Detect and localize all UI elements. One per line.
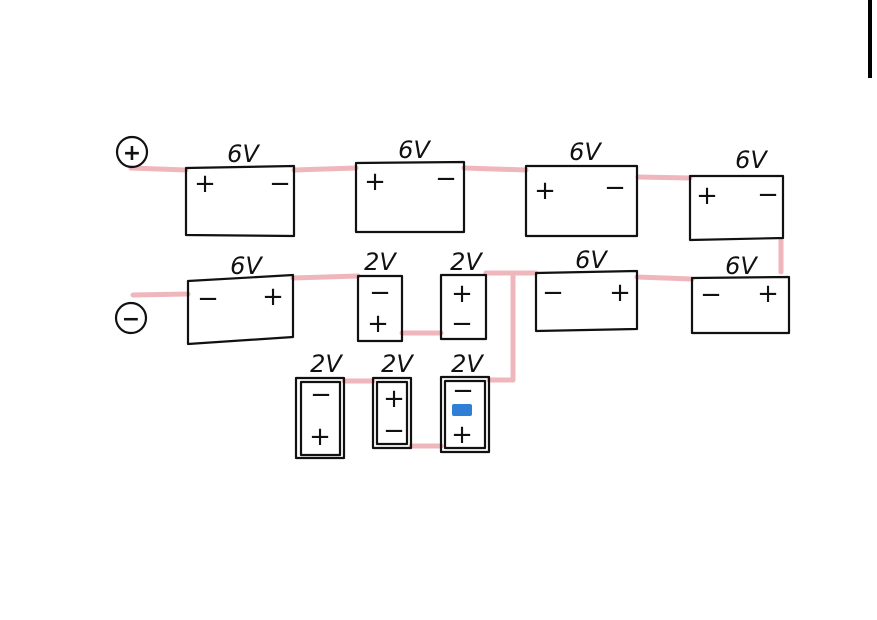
- battery-sign-left: −: [542, 278, 564, 308]
- battery-body: [690, 275, 791, 335]
- battery-r3b1: 2V − +: [294, 350, 346, 460]
- battery-sign-top: +: [451, 279, 473, 309]
- terminal-positive-ring: [115, 135, 149, 169]
- battery-voltage-label: 6V: [735, 146, 768, 174]
- blue-marker: [452, 404, 472, 416]
- terminal-negative: −: [114, 301, 148, 335]
- battery-r1b3: 6V + −: [524, 138, 639, 238]
- battery-r2b1: 6V − +: [186, 252, 295, 346]
- battery-voltage-label: 6V: [569, 138, 602, 166]
- battery-body: [439, 273, 488, 341]
- battery-voltage-label: 2V: [451, 350, 484, 378]
- battery-sign-bottom: −: [451, 309, 473, 339]
- battery-sign-top: −: [310, 380, 332, 410]
- battery-voltage-label: 2V: [310, 350, 343, 378]
- wire-r1b3-to-r1b4: [635, 174, 693, 181]
- wire-r1b1-to-r1b2: [291, 165, 359, 173]
- battery-body: [354, 160, 466, 234]
- page-edge-mark: [868, 0, 872, 78]
- battery-r1b2: 6V + −: [354, 136, 466, 234]
- wire-r2b2-to-r2b1: [290, 273, 361, 281]
- battery-sign-left: +: [194, 169, 216, 199]
- battery-sign-top: +: [383, 384, 405, 414]
- battery-r1b1: 6V + −: [184, 140, 296, 238]
- battery-body: [524, 164, 639, 238]
- battery-body: [534, 269, 639, 333]
- battery-sign-bottom: −: [383, 416, 405, 446]
- battery-sign-bottom: +: [367, 309, 389, 339]
- battery-voltage-label: 6V: [230, 252, 263, 280]
- terminal-negative-sign: −: [122, 307, 140, 332]
- wire-group: [128, 165, 784, 449]
- battery-sign-right: −: [757, 180, 779, 210]
- battery-sign-left: −: [197, 284, 219, 314]
- battery-sign-right: −: [269, 169, 291, 199]
- battery-sign-left: +: [696, 181, 718, 211]
- battery-sign-right: −: [435, 164, 457, 194]
- battery-sign-left: +: [534, 176, 556, 206]
- battery-sign-top: −: [369, 278, 391, 308]
- battery-sign-bottom: +: [309, 422, 331, 452]
- battery-r3b2: 2V + −: [371, 350, 414, 450]
- battery-sign-right: −: [604, 173, 626, 203]
- battery-r3b3: 2V − +: [439, 350, 491, 454]
- wire-drop-to-r3b3: [486, 270, 516, 383]
- battery-body-double-line: [375, 380, 409, 446]
- battery-body-double-line: [299, 380, 342, 457]
- battery-body: [439, 375, 491, 454]
- battery-body: [294, 376, 346, 460]
- battery-body: [184, 164, 296, 238]
- terminal-positive: +: [115, 135, 149, 169]
- battery-sign-top: −: [452, 376, 474, 406]
- battery-voltage-label: 2V: [450, 248, 483, 276]
- battery-voltage-label: 6V: [725, 252, 758, 280]
- battery-voltage-label: 2V: [364, 248, 397, 276]
- battery-sign-bottom: +: [451, 420, 473, 450]
- battery-body: [371, 376, 413, 450]
- battery-voltage-label: 2V: [381, 350, 414, 378]
- battery-r2b2: 2V − +: [356, 248, 404, 343]
- battery-sign-right: +: [262, 282, 284, 312]
- battery-voltage-label: 6V: [227, 140, 260, 168]
- wire-r2b5-to-r2b4: [634, 274, 695, 282]
- battery-sign-right: +: [757, 279, 779, 309]
- battery-r2b5: 6V − +: [690, 252, 791, 335]
- battery-body: [186, 273, 295, 346]
- terminal-positive-sign: +: [123, 141, 141, 166]
- battery-body: [356, 274, 404, 343]
- battery-sign-left: +: [364, 167, 386, 197]
- battery-voltage-label: 6V: [398, 136, 431, 164]
- battery-body: [688, 174, 785, 242]
- wire-r1b2-to-r1b3: [461, 165, 529, 173]
- battery-r2b3: 2V + −: [439, 248, 488, 341]
- battery-sign-left: −: [700, 280, 722, 310]
- wire-r2b1-to-negative: [130, 291, 191, 298]
- wire-positive-to-r1b1: [128, 165, 189, 173]
- battery-voltage-label: 6V: [575, 246, 608, 274]
- battery-sign-right: +: [609, 278, 631, 308]
- battery-r1b4: 6V + −: [688, 146, 785, 242]
- battery-r2b4: 6V − +: [534, 246, 639, 333]
- terminal-negative-ring: [114, 301, 148, 335]
- battery-body-double-line: [443, 379, 487, 450]
